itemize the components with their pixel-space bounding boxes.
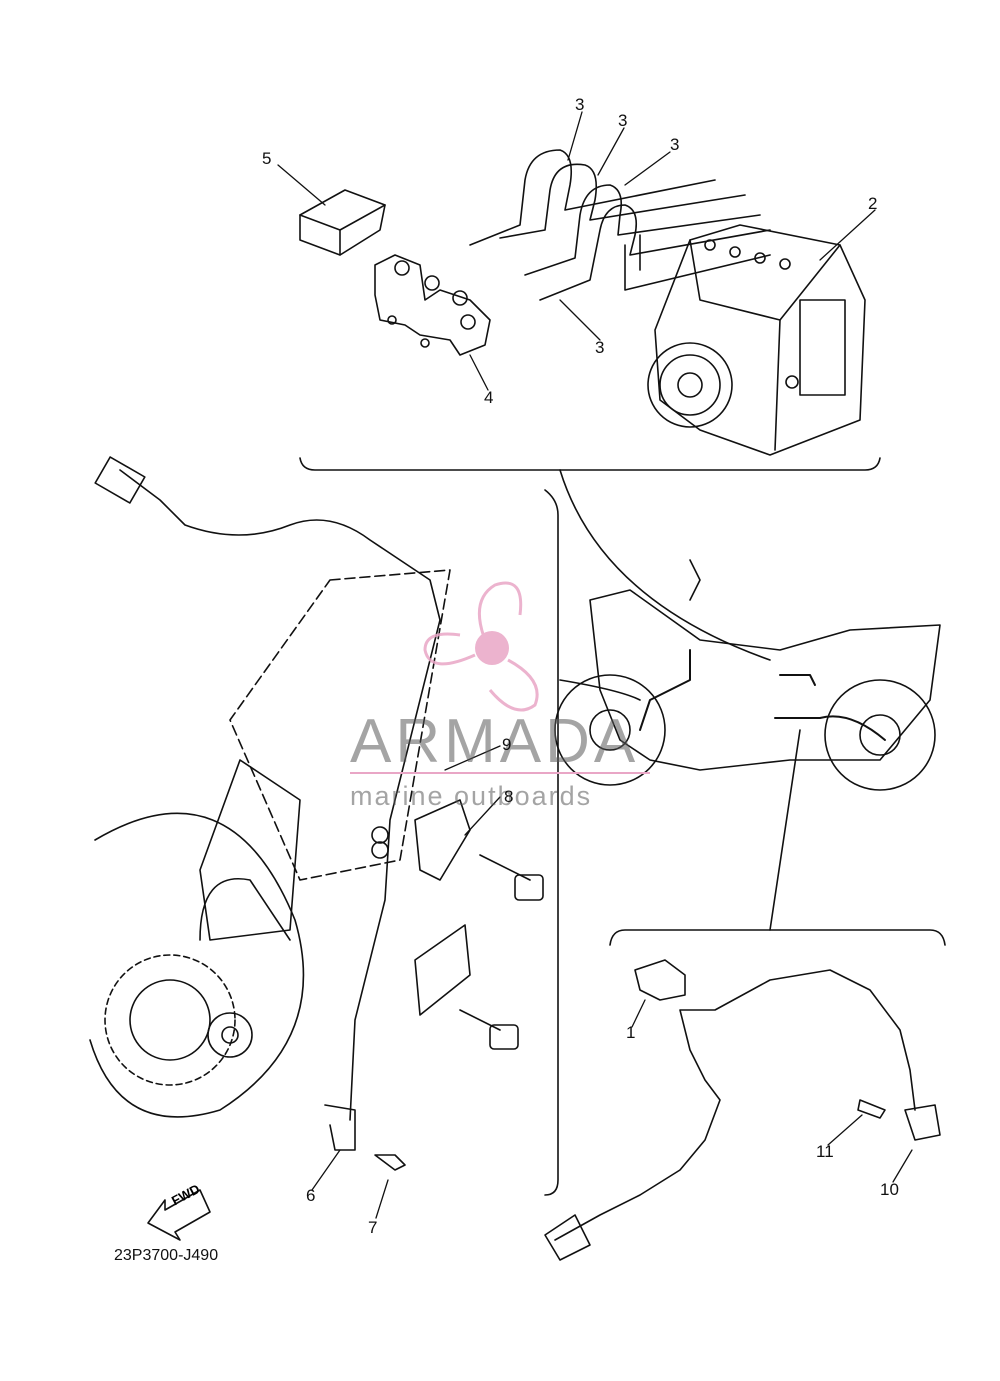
front-fork xyxy=(89,569,451,1118)
clip-part-1 xyxy=(634,959,686,1001)
bracket-part-8 xyxy=(414,799,544,901)
connector-part-5 xyxy=(299,189,386,256)
callout-5: 5 xyxy=(262,149,272,168)
motorcycle-silhouette xyxy=(554,559,941,791)
motorcycle-wiring xyxy=(639,649,886,741)
callout-11: 11 xyxy=(816,1142,834,1161)
callout-3a: 3 xyxy=(575,95,585,114)
wheel-sensor-part-6 xyxy=(324,1104,356,1151)
bolt-part-11 xyxy=(857,1099,886,1119)
fwd-arrow xyxy=(147,1189,211,1241)
watermark-brand: ARMADA xyxy=(350,707,640,776)
callout-2: 2 xyxy=(868,194,878,213)
callout-7: 7 xyxy=(368,1218,378,1237)
brake-pipes xyxy=(469,149,771,301)
callout-3b: 3 xyxy=(618,111,628,130)
leader-lines xyxy=(277,111,913,1219)
callout-6: 6 xyxy=(306,1186,316,1205)
callout-1: 1 xyxy=(626,1023,636,1042)
abs-hydraulic-unit xyxy=(647,224,866,456)
sensor-lead-rear xyxy=(544,969,941,1261)
callout-10: 10 xyxy=(880,1180,899,1199)
callout-3d: 3 xyxy=(595,338,605,357)
bolt-part-7 xyxy=(374,1154,406,1171)
watermark-tagline: marine outboards xyxy=(350,781,593,811)
bracket-lower xyxy=(414,924,519,1050)
watermark-logo xyxy=(423,581,539,712)
brake-joint-block xyxy=(374,254,491,356)
callout-9: 9 xyxy=(502,735,512,754)
callout-8: 8 xyxy=(504,787,514,806)
callout-3c: 3 xyxy=(670,135,680,154)
callout-4: 4 xyxy=(484,388,494,407)
sensor-lead-front xyxy=(94,456,441,1121)
diagram-code: 23P3700-J490 xyxy=(114,1247,219,1264)
